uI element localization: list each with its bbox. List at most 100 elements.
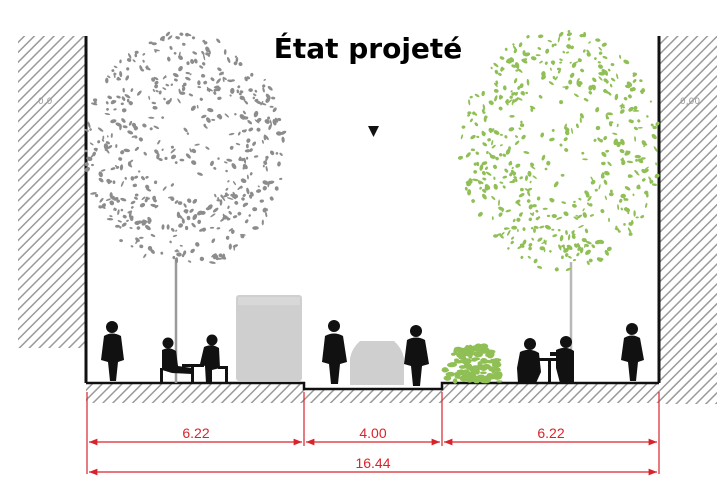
leaf-speck (225, 235, 230, 240)
leaf-speck (265, 155, 269, 162)
leaf-speck (537, 237, 543, 242)
leaf-speck (608, 192, 614, 197)
leaf-speck (120, 180, 124, 187)
leaf-speck (122, 214, 127, 219)
leaf-speck (202, 53, 206, 61)
leaf-speck (573, 200, 576, 204)
leaf-speck (134, 135, 138, 139)
leaf-speck (216, 199, 221, 202)
leaf-speck (210, 77, 215, 82)
leaf-speck (239, 114, 246, 120)
leaf-speck (203, 80, 208, 85)
shrub-leaf (461, 357, 469, 365)
leaf-speck (241, 129, 247, 133)
leaf-speck (254, 89, 258, 93)
leaf-speck (498, 199, 500, 206)
leaf-speck (148, 95, 151, 100)
leaf-speck (186, 132, 190, 135)
leaf-speck (551, 128, 555, 132)
leaf-speck (634, 154, 641, 159)
leaf-speck (263, 160, 268, 166)
leaf-speck (131, 122, 136, 127)
leaf-speck (206, 117, 211, 123)
leaf-speck (495, 80, 499, 85)
leaf-speck (105, 141, 110, 145)
shrub-leaf (464, 345, 473, 350)
leaf-speck (220, 217, 226, 222)
leaf-speck (597, 61, 601, 64)
leaf-speck (569, 61, 572, 64)
leaf-speck (107, 75, 111, 79)
leaf-speck (536, 196, 541, 201)
leaf-speck (557, 36, 560, 43)
shrub-leaf (472, 351, 483, 356)
leaf-speck (489, 128, 495, 133)
leaf-speck (649, 100, 652, 103)
leaf-speck (122, 87, 125, 93)
leaf-speck (587, 196, 592, 202)
shrub-icon (441, 343, 503, 384)
leaf-speck (521, 58, 528, 64)
leaf-speck (233, 61, 238, 66)
leaf-speck (578, 197, 582, 201)
leaf-speck (591, 84, 596, 89)
leaf-speck (528, 217, 533, 222)
leaf-speck (125, 75, 130, 81)
leaf-speck (103, 143, 109, 150)
leaf-speck (105, 198, 111, 201)
leaf-speck (182, 42, 186, 46)
leaf-speck (178, 223, 184, 228)
leaf-speck (119, 164, 124, 171)
leaf-speck (513, 92, 518, 96)
shrub-leaf (448, 362, 458, 367)
leaf-speck (261, 102, 267, 106)
leaf-speck (268, 124, 272, 131)
leaf-speck (582, 158, 588, 161)
leaf-speck (501, 232, 505, 236)
leaf-speck (566, 244, 573, 250)
leaf-speck (552, 75, 556, 80)
leaf-speck (232, 196, 237, 200)
leaf-speck (493, 130, 500, 135)
leaf-speck (225, 187, 229, 191)
leaf-speck (166, 224, 170, 230)
leaf-speck (491, 140, 494, 146)
shrub-leaf (480, 349, 489, 354)
leaf-speck (498, 153, 503, 157)
leaf-speck (169, 240, 172, 244)
leaf-speck (590, 176, 594, 182)
leaf-speck (145, 184, 150, 190)
leaf-speck (594, 57, 597, 60)
leaf-speck (557, 228, 561, 232)
leaf-speck (573, 243, 579, 248)
leaf-speck (186, 61, 190, 66)
leaf-speck (562, 50, 566, 54)
leaf-speck (105, 148, 110, 154)
leaf-speck (172, 234, 178, 238)
leaf-speck (116, 166, 120, 169)
leaf-speck (502, 175, 508, 179)
leaf-speck (623, 222, 626, 226)
leaf-speck (585, 249, 591, 255)
leaf-speck (530, 56, 537, 61)
leaf-speck (558, 244, 562, 250)
leaf-speck (112, 180, 116, 184)
leaf-speck (464, 186, 468, 191)
leaf-speck (489, 154, 496, 159)
leaf-speck (541, 240, 548, 245)
leaf-speck (201, 227, 207, 232)
leaf-speck (562, 86, 569, 88)
leaf-speck (604, 195, 607, 200)
leaf-speck (244, 76, 248, 82)
leaf-speck (645, 193, 649, 198)
leaf-speck (512, 218, 516, 223)
leaf-speck (130, 245, 134, 248)
leaf-speck (228, 210, 232, 215)
leaf-speck (113, 207, 116, 211)
leaf-speck (467, 189, 472, 196)
leaf-speck (527, 170, 532, 177)
leaf-speck (520, 255, 524, 259)
leaf-speck (486, 151, 489, 154)
